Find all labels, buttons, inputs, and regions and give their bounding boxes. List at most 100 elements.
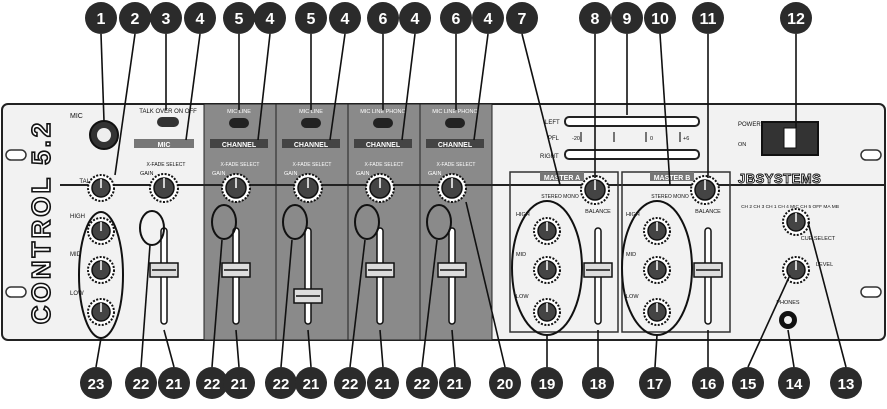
svg-text:23: 23 bbox=[88, 376, 105, 393]
channel-labels: CHANNEL CHANNEL CHANNEL CHANNEL bbox=[210, 139, 484, 149]
knob bbox=[782, 256, 810, 284]
svg-text:ON: ON bbox=[738, 142, 746, 148]
phones-label: PHONES bbox=[776, 300, 800, 306]
svg-text:0: 0 bbox=[650, 136, 653, 142]
callout-bottom-16: 16 bbox=[692, 367, 724, 399]
cue-level-label: LEVEL bbox=[816, 262, 833, 268]
knob bbox=[533, 298, 561, 326]
svg-text:X-FADE SELECT: X-FADE SELECT bbox=[147, 162, 186, 168]
knob bbox=[643, 256, 671, 284]
callout-bottom-22: 22 bbox=[125, 367, 157, 399]
knobs bbox=[87, 173, 810, 326]
svg-text:1: 1 bbox=[97, 11, 106, 28]
svg-text:21: 21 bbox=[166, 376, 183, 393]
svg-text:LEFT: LEFT bbox=[545, 120, 560, 126]
callout-bottom-21: 21 bbox=[223, 367, 255, 399]
callout-bottom-21: 21 bbox=[295, 367, 327, 399]
svg-text:PFL: PFL bbox=[548, 136, 560, 142]
svg-text:3: 3 bbox=[162, 11, 171, 28]
knob bbox=[643, 298, 671, 326]
svg-text:5: 5 bbox=[307, 11, 316, 28]
callout-top-9: 9 bbox=[611, 2, 643, 34]
callout-top-4: 4 bbox=[254, 2, 286, 34]
svg-text:18: 18 bbox=[590, 376, 607, 393]
faders bbox=[149, 227, 723, 325]
callout-top-5: 5 bbox=[295, 2, 327, 34]
callout-bottom-20: 20 bbox=[489, 367, 521, 399]
callout-bottom-21: 21 bbox=[158, 367, 190, 399]
knob bbox=[643, 217, 671, 245]
knob bbox=[149, 173, 179, 203]
callout-bottom-22: 22 bbox=[265, 367, 297, 399]
brand-logo: JBSYSTEMS bbox=[738, 171, 821, 186]
svg-text:22: 22 bbox=[133, 376, 150, 393]
callout-bottom-21: 21 bbox=[439, 367, 471, 399]
leader-lines bbox=[95, 33, 847, 368]
mic-mid-label: MID bbox=[70, 252, 82, 258]
talkover-switch bbox=[157, 117, 179, 127]
callout-top-6: 6 bbox=[440, 2, 472, 34]
master-b-mid: MID bbox=[626, 252, 636, 258]
fader bbox=[293, 227, 323, 325]
mic-low-label: LOW bbox=[70, 291, 84, 297]
svg-text:6: 6 bbox=[452, 11, 461, 28]
svg-text:2: 2 bbox=[131, 11, 140, 28]
callout-bottom-19: 19 bbox=[531, 367, 563, 399]
svg-text:-20: -20 bbox=[572, 136, 580, 142]
callout-top-1: 1 bbox=[85, 2, 117, 34]
svg-text:15: 15 bbox=[740, 376, 757, 393]
fader bbox=[583, 227, 613, 325]
svg-text:14: 14 bbox=[786, 376, 803, 393]
svg-text:21: 21 bbox=[231, 376, 248, 393]
mic-high-label: HIGH bbox=[70, 214, 85, 220]
callout-top-6: 6 bbox=[367, 2, 399, 34]
callout-bottom-15: 15 bbox=[732, 367, 764, 399]
svg-text:21: 21 bbox=[303, 376, 320, 393]
knob bbox=[782, 208, 810, 236]
svg-text:8: 8 bbox=[591, 11, 600, 28]
svg-text:22: 22 bbox=[204, 376, 221, 393]
svg-text:5: 5 bbox=[235, 11, 244, 28]
knob bbox=[87, 174, 115, 202]
cue-options: CH 2 CH 3 CH 1 CH 4 MIC CH 5 OFF MA MB bbox=[741, 204, 839, 210]
callout-top-10: 10 bbox=[644, 2, 676, 34]
svg-text:4: 4 bbox=[196, 11, 205, 28]
knob bbox=[533, 217, 561, 245]
callout-top-7: 7 bbox=[506, 2, 538, 34]
model-name: CONTROL 5.2 bbox=[26, 120, 56, 324]
svg-text:19: 19 bbox=[539, 376, 556, 393]
callout-top-4: 4 bbox=[184, 2, 216, 34]
source-label-3: MIC LINE PHONO bbox=[360, 109, 406, 115]
svg-text:GAIN: GAIN bbox=[212, 171, 225, 177]
svg-text:X-FADE SELECT: X-FADE SELECT bbox=[365, 162, 404, 168]
callout-bottom-17: 17 bbox=[639, 367, 671, 399]
svg-text:21: 21 bbox=[375, 376, 392, 393]
svg-text:X-FADE SELECT: X-FADE SELECT bbox=[293, 162, 332, 168]
fader bbox=[437, 227, 467, 325]
gain-labels: GAIN GAIN GAIN GAIN GAIN bbox=[140, 171, 441, 177]
svg-text:20: 20 bbox=[497, 376, 514, 393]
callout-top-8: 8 bbox=[579, 2, 611, 34]
highlight-ovals bbox=[78, 200, 693, 339]
channel-label-3: CHANNEL bbox=[366, 142, 401, 149]
svg-text:GAIN: GAIN bbox=[140, 171, 153, 177]
callout-bottom-21: 21 bbox=[367, 367, 399, 399]
knob bbox=[87, 298, 115, 326]
svg-text:RIGHT: RIGHT bbox=[540, 154, 559, 160]
source-switches: MIC LINE MIC LINE MIC LINE PHONO MIC LIN… bbox=[227, 109, 478, 128]
power-switch: POWER ON bbox=[738, 121, 819, 156]
svg-text:POWER: POWER bbox=[738, 122, 761, 128]
master-a-label: MASTER A bbox=[544, 175, 580, 182]
svg-text:4: 4 bbox=[341, 11, 350, 28]
knob bbox=[87, 256, 115, 284]
knob bbox=[580, 175, 610, 205]
svg-text:22: 22 bbox=[414, 376, 431, 393]
knob bbox=[437, 173, 467, 203]
svg-text:GAIN: GAIN bbox=[428, 171, 441, 177]
fader bbox=[365, 227, 395, 325]
svg-text:12: 12 bbox=[787, 11, 805, 28]
svg-text:11: 11 bbox=[700, 11, 717, 28]
master-a-low: LOW bbox=[516, 294, 529, 300]
